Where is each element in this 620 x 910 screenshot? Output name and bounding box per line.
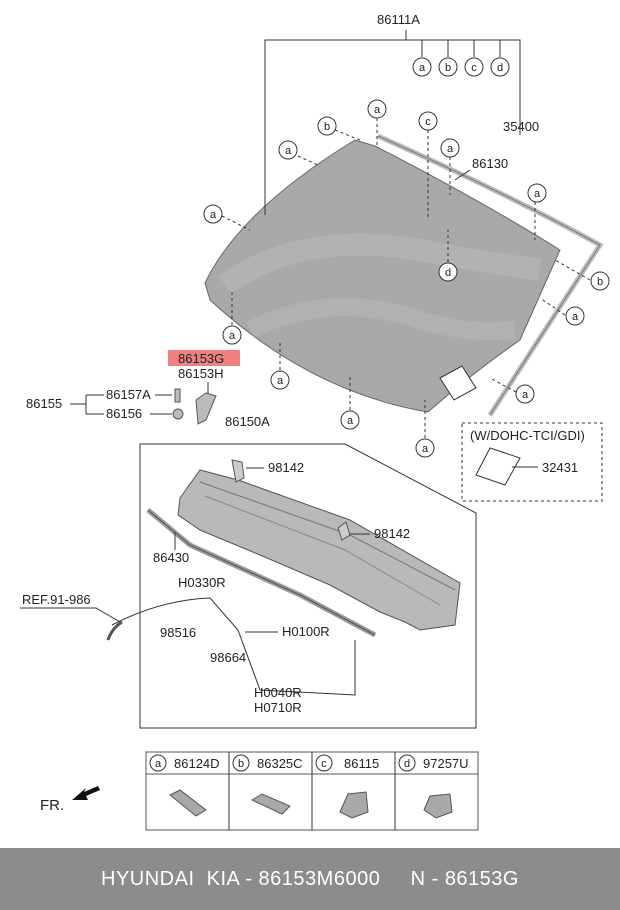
- svg-text:c: c: [425, 116, 431, 128]
- label-H0100R: H0100R: [282, 624, 330, 639]
- label-98142-1: 98142: [268, 460, 304, 475]
- front-arrow-icon: [72, 786, 100, 800]
- svg-text:a: a: [534, 188, 541, 200]
- callout-c-1: c: [418, 111, 438, 131]
- callout-a-7: a: [222, 325, 242, 345]
- label-86111A: 86111A: [377, 12, 420, 27]
- legend-b: b 86325C: [232, 754, 303, 815]
- callout-a-top: a: [412, 57, 432, 77]
- svg-text:b: b: [324, 121, 330, 133]
- ref-hose-end: [106, 620, 123, 641]
- label-98142-2: 98142: [374, 526, 410, 541]
- svg-text:a: a: [155, 758, 162, 770]
- svg-text:d: d: [404, 758, 410, 770]
- svg-text:a: a: [277, 375, 284, 387]
- svg-text:86115: 86115: [344, 756, 379, 771]
- svg-text:a: a: [522, 389, 529, 401]
- sensor-32431: [475, 447, 521, 486]
- svg-text:c: c: [321, 758, 327, 770]
- callout-a-6: a: [565, 306, 585, 326]
- svg-text:86325C: 86325C: [257, 756, 303, 771]
- label-98664: 98664: [210, 650, 246, 665]
- label-32431: 32431: [542, 460, 578, 475]
- svg-text:a: a: [229, 330, 236, 342]
- footer-text: HYUNDAI KIA - 86153M6000 N - 86153G: [101, 867, 519, 890]
- svg-text:a: a: [447, 143, 454, 155]
- label-98516: 98516: [160, 625, 196, 640]
- cowl-panel: [177, 459, 461, 631]
- callout-a-9: a: [515, 384, 535, 404]
- label-fr: FR.: [40, 797, 64, 814]
- variant-box: [461, 422, 603, 502]
- legend-a: a 86124D: [149, 754, 220, 817]
- callout-a-11: a: [415, 438, 435, 458]
- label-variant: (W/DOHC-TCI/GDI): [470, 428, 585, 443]
- label-86157A: 86157A: [106, 387, 151, 402]
- highlight-86153G: [168, 350, 240, 366]
- callout-d-top: d: [490, 57, 510, 77]
- label-H0330R: H0330R: [178, 575, 226, 590]
- label-86430: 86430: [153, 550, 189, 565]
- legend-c: c 86115: [315, 754, 379, 819]
- callout-b-2: b: [590, 271, 610, 291]
- footer-part-number: HYUNDAI KIA - 86153M6000 N - 86153G: [0, 848, 620, 910]
- svg-text:b: b: [238, 758, 244, 770]
- svg-text:b: b: [597, 276, 603, 288]
- windshield-molding: [376, 133, 604, 417]
- svg-text:b: b: [445, 62, 451, 74]
- callout-b-top: b: [438, 57, 458, 77]
- svg-text:a: a: [374, 104, 381, 116]
- svg-text:a: a: [419, 62, 426, 74]
- label-H0040R: H0040R: [254, 685, 302, 700]
- screw-86157A: [174, 388, 181, 403]
- washer-hose: [111, 597, 356, 696]
- svg-text:86124D: 86124D: [174, 756, 220, 771]
- clip-86153: [195, 392, 217, 425]
- svg-text:a: a: [422, 443, 429, 455]
- svg-text:c: c: [471, 62, 477, 74]
- callout-d-1: d: [438, 262, 458, 282]
- legend-d: d 97257U: [398, 754, 469, 819]
- callout-a-5: a: [527, 183, 547, 203]
- box-86150A: [139, 443, 477, 729]
- callout-a-8: a: [270, 370, 290, 390]
- callout-a-4: a: [203, 204, 223, 224]
- svg-text:a: a: [572, 311, 579, 323]
- legend-table: [145, 751, 479, 831]
- label-86153H: 86153H: [178, 366, 224, 381]
- parts-diagram: 86111A a b c d a b c a a a a d b a a a a…: [20, 12, 610, 831]
- label-ref: REF.91-986: [22, 592, 91, 607]
- label-H0710R: H0710R: [254, 700, 302, 715]
- label-86153G: 86153G: [178, 351, 224, 366]
- callout-a-10: a: [340, 410, 360, 430]
- svg-text:a: a: [210, 209, 217, 221]
- svg-text:97257U: 97257U: [423, 756, 469, 771]
- callout-a-1: a: [367, 99, 387, 119]
- windshield-glass: [204, 139, 561, 413]
- bracket-86111A: [264, 39, 521, 215]
- svg-text:d: d: [497, 62, 503, 74]
- callout-b-1: b: [317, 116, 337, 136]
- callout-a-3: a: [440, 138, 460, 158]
- label-86150A: 86150A: [225, 414, 270, 429]
- label-86156: 86156: [106, 406, 142, 421]
- label-86130: 86130: [472, 156, 508, 171]
- svg-text:a: a: [347, 415, 354, 427]
- callout-c-top: c: [464, 57, 484, 77]
- label-86155: 86155: [26, 396, 62, 411]
- grommet-86156: [172, 408, 184, 420]
- label-35400: 35400: [503, 119, 539, 134]
- svg-text:a: a: [285, 145, 292, 157]
- svg-text:d: d: [445, 267, 451, 279]
- callout-a-2: a: [278, 140, 298, 160]
